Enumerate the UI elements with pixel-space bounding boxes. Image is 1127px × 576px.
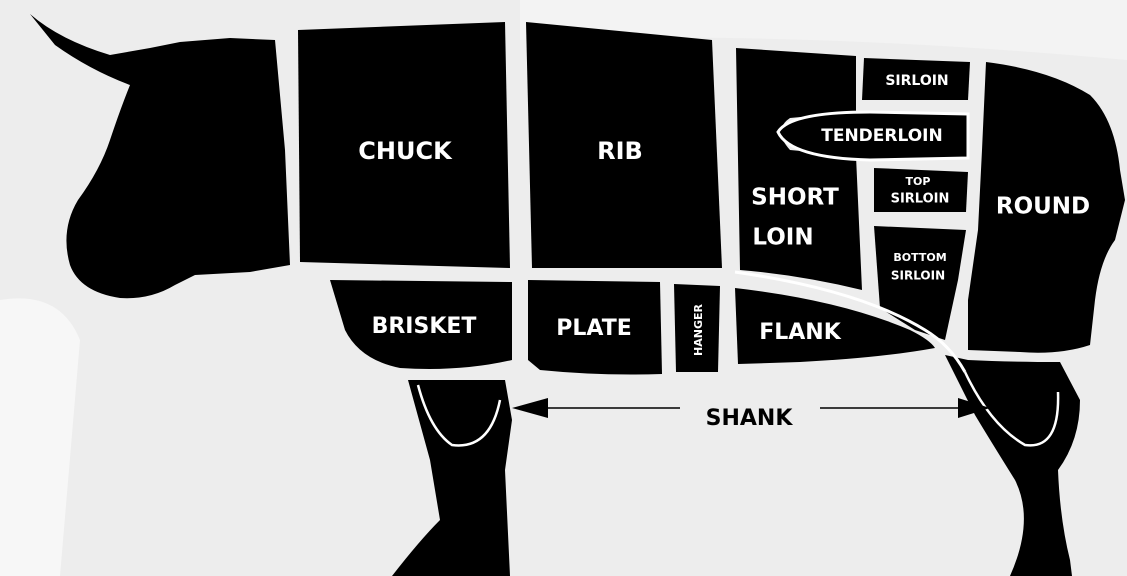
cut-hanger: [674, 284, 720, 372]
cut-round: [968, 62, 1125, 353]
label-rib: RIB: [597, 137, 643, 165]
rear-shank-outline: [963, 371, 1060, 447]
background-patch-right: [520, 0, 1127, 60]
cut-chuck: [298, 22, 510, 268]
label-plate: PLATE: [556, 316, 632, 341]
rear-leg: [945, 355, 1080, 576]
label-brisket: BRISKET: [372, 314, 477, 339]
cut-sirloin: [862, 58, 970, 100]
cut-short-loin: [736, 48, 862, 290]
label-bottom-sirloin-2: SIRLOIN: [891, 269, 945, 283]
label-chuck: CHUCK: [358, 137, 453, 165]
label-top-sirloin-2: SIRLOIN: [891, 192, 950, 207]
label-sirloin: SIRLOIN: [885, 73, 948, 89]
label-top-sirloin-1: TOP: [906, 175, 931, 188]
front-shank-outline: [416, 384, 502, 447]
shank-arrow: [512, 398, 990, 418]
cut-flank: [735, 288, 935, 364]
cut-brisket: [330, 280, 512, 369]
cut-plate: [528, 280, 662, 375]
label-round: ROUND: [996, 194, 1090, 220]
cut-rib: [526, 22, 722, 268]
front-leg: [392, 380, 512, 576]
belly-outline: [734, 270, 967, 373]
head-silhouette: [30, 14, 290, 299]
label-short-loin-1: SHORT: [751, 185, 839, 211]
background-patch-left: [0, 298, 80, 576]
cut-top-sirloin: [874, 168, 968, 212]
label-flank: FLANK: [759, 320, 841, 345]
cut-tenderloin: [776, 110, 970, 162]
label-short-loin-2: LOIN: [752, 225, 813, 251]
label-shank: SHANK: [706, 406, 794, 431]
label-bottom-sirloin-1: BOTTOM: [893, 251, 946, 264]
label-hanger: HANGER: [692, 304, 705, 356]
cut-bottom-sirloin: [874, 226, 966, 340]
label-tenderloin: TENDERLOIN: [821, 126, 942, 146]
